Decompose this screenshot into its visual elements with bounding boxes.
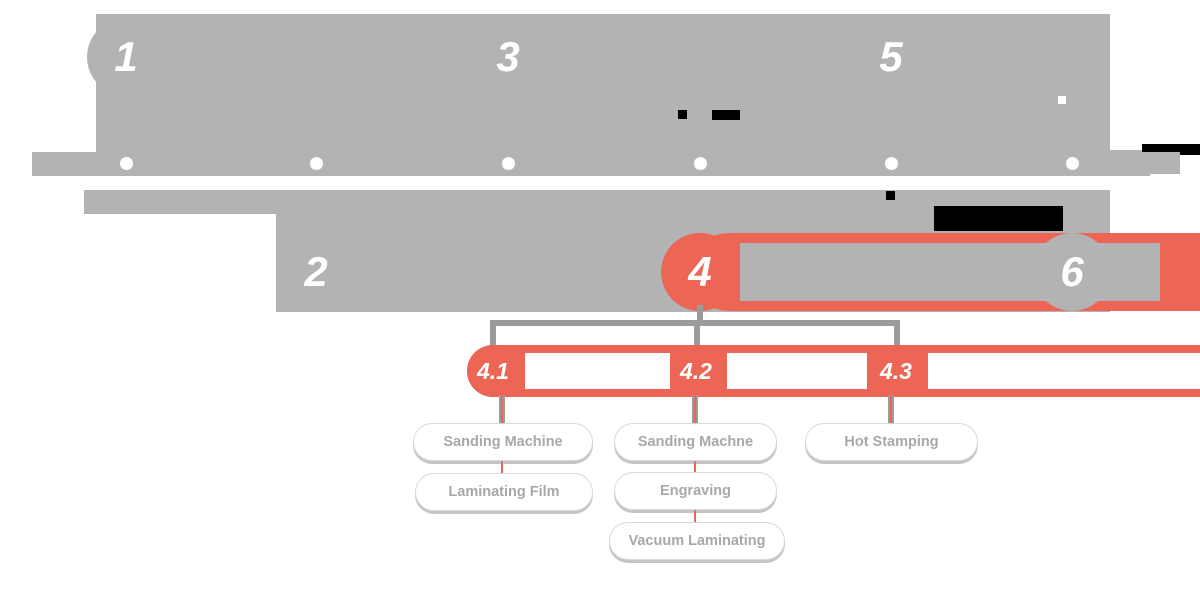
milestone-label: 1 xyxy=(114,33,138,80)
milestone-label: 4 xyxy=(688,248,712,295)
machine-label: Laminating Film xyxy=(448,484,560,500)
redaction-mark xyxy=(934,206,1063,231)
machine-pill[interactable]: Vacuum Laminating xyxy=(609,522,785,560)
branch-drop-41 xyxy=(490,320,496,346)
milestone-label: 2 xyxy=(304,248,328,295)
branch-stem-vertical xyxy=(697,305,703,325)
redacted-text-block xyxy=(96,14,1110,36)
substep-label: 4.2 xyxy=(680,357,712,384)
redacted-text-block xyxy=(727,353,867,389)
redacted-text-block xyxy=(928,353,1200,389)
machine-label: Vacuum Laminating xyxy=(628,533,766,549)
substep-badge-4-2[interactable]: 4.2 xyxy=(670,345,722,397)
milestone-badge-5[interactable]: 5 xyxy=(852,18,930,96)
machine-label: Engraving xyxy=(660,483,731,499)
layout-gap xyxy=(84,176,314,190)
milestone-badge-6[interactable]: 6 xyxy=(1033,233,1111,311)
machine-pill[interactable]: Laminating Film xyxy=(415,473,593,511)
redaction-mark xyxy=(678,110,687,119)
milestone-badge-3[interactable]: 3 xyxy=(469,18,547,96)
machine-label: Hot Stamping xyxy=(844,434,939,450)
milestone-label: 5 xyxy=(879,33,903,80)
timeline-dot-6[interactable] xyxy=(1066,157,1079,170)
redaction-mark xyxy=(712,110,740,120)
timeline-dot-1[interactable] xyxy=(120,157,133,170)
redaction-mark xyxy=(1058,96,1066,104)
timeline-dot-5[interactable] xyxy=(885,157,898,170)
redacted-text-block xyxy=(84,36,1110,166)
milestone-label: 3 xyxy=(496,33,520,80)
leaf-thread-43 xyxy=(890,395,892,435)
milestone-badge-4[interactable]: 4 xyxy=(661,233,739,311)
milestone-badge-1[interactable]: 1 xyxy=(87,18,165,96)
machine-pill[interactable]: Sanding Machine xyxy=(413,423,593,461)
milestone-badge-2[interactable]: 2 xyxy=(277,233,355,311)
timeline-dot-3[interactable] xyxy=(502,157,515,170)
substep-badge-4-1[interactable]: 4.1 xyxy=(467,345,519,397)
substep-badge-4-3[interactable]: 4.3 xyxy=(870,345,922,397)
machine-label: Sanding Machine xyxy=(443,434,563,450)
machine-label: Sanding Machne xyxy=(637,434,754,450)
timeline-axis xyxy=(32,152,1180,174)
milestone-label: 6 xyxy=(1060,248,1084,295)
timeline-dot-2[interactable] xyxy=(310,157,323,170)
redaction-mark xyxy=(1142,144,1200,155)
redacted-text-block xyxy=(525,353,670,389)
redaction-mark xyxy=(886,191,895,200)
timeline-dot-4[interactable] xyxy=(694,157,707,170)
branch-drop-42 xyxy=(694,320,700,346)
substep-label: 4.3 xyxy=(880,357,912,384)
layout-gap xyxy=(0,0,96,152)
machine-pill[interactable]: Hot Stamping xyxy=(805,423,978,461)
layout-gap xyxy=(1140,120,1200,146)
machine-pill[interactable]: Engraving xyxy=(614,472,777,510)
substep-label: 4.1 xyxy=(477,357,509,384)
branch-drop-43 xyxy=(894,320,900,346)
machine-pill[interactable]: Sanding Machne xyxy=(614,423,777,461)
